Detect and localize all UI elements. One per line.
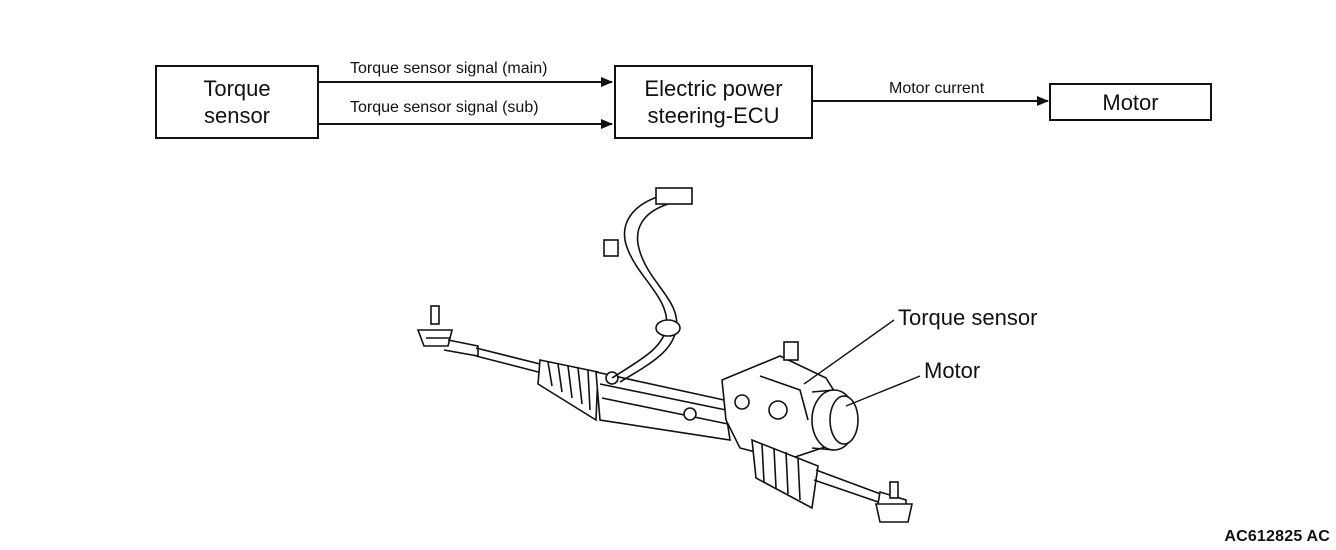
rack-housing (595, 370, 731, 441)
torque-sensor-box-line2: sensor (203, 103, 271, 128)
right-bellows (751, 438, 819, 510)
left-bellows (537, 359, 599, 422)
callout-torque-sensor: Torque sensor (898, 305, 1038, 330)
signal-main-label: Torque sensor signal (main) (350, 60, 548, 77)
leader-motor (845, 375, 921, 407)
torque-sensor-box: Torque sensor (155, 65, 319, 139)
torque-sensor-box-line1: Torque (203, 76, 271, 101)
motor-box-label: Motor (1102, 89, 1159, 115)
ecu-box-line2: steering-ECU (647, 103, 780, 128)
steering-gear-illustration (416, 187, 913, 523)
left-tie-rod-end (416, 305, 479, 357)
ecu-box: Electric power steering-ECU (614, 65, 813, 139)
ecu-box-line1: Electric power (644, 76, 783, 101)
figure-code: AC612825 AC (1224, 528, 1330, 545)
leader-torque-sensor (803, 319, 895, 385)
wiring-harness (603, 187, 693, 383)
motor-current-label: Motor current (889, 80, 985, 97)
signal-sub-label: Torque sensor signal (sub) (350, 99, 539, 116)
callout-motor: Motor (924, 358, 981, 383)
right-tie-rod-end (875, 481, 913, 523)
motor-illustration (811, 389, 859, 451)
motor-box: Motor (1049, 83, 1212, 121)
